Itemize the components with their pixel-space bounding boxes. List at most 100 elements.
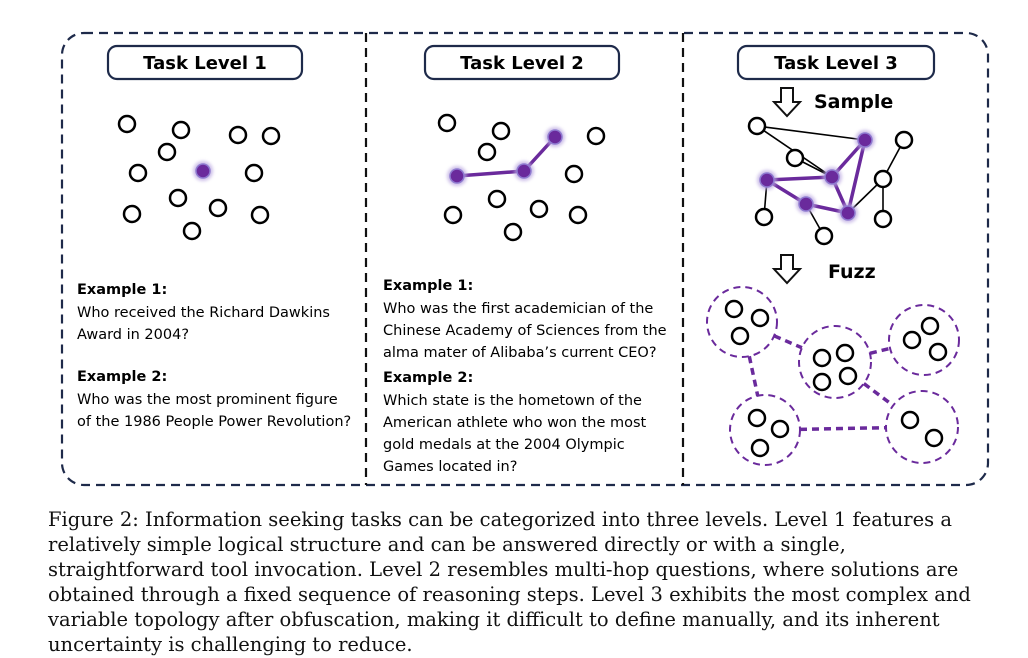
edge bbox=[773, 334, 803, 350]
example-line: alma mater of Alibaba’s current CEO? bbox=[383, 345, 657, 361]
panel-1-graph bbox=[117, 114, 281, 241]
node bbox=[920, 316, 940, 336]
highlighted-node bbox=[857, 132, 873, 148]
example-line: gold medals at the 2004 Olympic bbox=[383, 437, 625, 453]
highlighted-node bbox=[759, 172, 775, 188]
panel-2-title-box: Task Level 2 bbox=[423, 44, 621, 81]
node bbox=[477, 142, 497, 162]
panel-3-fuzz-graph bbox=[706, 286, 960, 466]
example-label: Example 1: bbox=[77, 282, 167, 298]
node bbox=[586, 126, 606, 146]
example-label: Example 2: bbox=[383, 370, 473, 386]
outer-frame bbox=[60, 31, 990, 487]
panel-1-title: Task Level 1 bbox=[143, 53, 267, 74]
figure-caption: Figure 2: Information seeking tasks can … bbox=[48, 508, 971, 656]
cluster bbox=[729, 394, 801, 466]
panel-3-title: Task Level 3 bbox=[774, 53, 898, 74]
node bbox=[564, 164, 584, 184]
node bbox=[487, 189, 507, 209]
node bbox=[924, 428, 944, 448]
edge bbox=[862, 382, 895, 407]
node bbox=[171, 120, 191, 140]
cluster bbox=[706, 286, 778, 358]
highlighted-node bbox=[449, 168, 465, 184]
node bbox=[747, 408, 767, 428]
panel-2-title: Task Level 2 bbox=[460, 53, 584, 74]
node bbox=[491, 121, 511, 141]
example-line: Who received the Richard Dawkins bbox=[77, 305, 330, 321]
edge bbox=[869, 346, 891, 356]
example-line: Award in 2004? bbox=[77, 327, 189, 343]
node bbox=[261, 126, 281, 146]
edge bbox=[846, 139, 867, 214]
highlighted-node bbox=[516, 163, 532, 179]
task-levels-figure: Task Level 1 Task Level 2 Task Level 3 S… bbox=[60, 31, 990, 487]
node bbox=[208, 198, 228, 218]
edge bbox=[799, 425, 887, 432]
example-line: of the 1986 People Power Revolution? bbox=[77, 414, 351, 430]
example-line: Who was the first academician of the bbox=[383, 301, 653, 317]
node bbox=[770, 419, 790, 439]
node bbox=[437, 113, 457, 133]
node bbox=[122, 204, 142, 224]
panel-3-title-box: Task Level 3 bbox=[736, 44, 936, 81]
node bbox=[873, 209, 893, 229]
node bbox=[244, 163, 264, 183]
edge bbox=[456, 169, 525, 178]
edge bbox=[747, 355, 760, 397]
example-line: Who was the most prominent figure bbox=[77, 392, 338, 408]
sample-label: Sample bbox=[814, 91, 893, 113]
node bbox=[168, 188, 188, 208]
node bbox=[754, 207, 774, 227]
panel-3-sample-graph bbox=[747, 116, 914, 246]
node bbox=[157, 142, 177, 162]
panel-1-examples: Example 1: Who received the Richard Dawk… bbox=[77, 282, 351, 430]
node bbox=[750, 438, 770, 458]
node bbox=[724, 299, 744, 319]
node bbox=[128, 163, 148, 183]
example-line: Games located in? bbox=[383, 459, 517, 475]
node bbox=[250, 205, 270, 225]
node bbox=[900, 410, 920, 430]
node bbox=[228, 125, 248, 145]
panel-2-examples: Example 1: Who was the first academician… bbox=[383, 278, 667, 475]
node bbox=[785, 148, 805, 168]
node bbox=[902, 330, 922, 350]
highlighted-node bbox=[195, 163, 211, 179]
node bbox=[730, 326, 750, 346]
node bbox=[747, 116, 767, 136]
node bbox=[812, 348, 832, 368]
example-label: Example 1: bbox=[383, 278, 473, 294]
example-line: Which state is the hometown of the bbox=[383, 393, 642, 409]
node bbox=[750, 308, 770, 328]
highlighted-node bbox=[547, 129, 563, 145]
node bbox=[873, 169, 893, 189]
node bbox=[835, 343, 855, 363]
down-arrow-icon bbox=[771, 87, 803, 118]
node bbox=[814, 226, 834, 246]
highlighted-node bbox=[798, 196, 814, 212]
node bbox=[117, 114, 137, 134]
cluster bbox=[798, 325, 872, 399]
node bbox=[812, 372, 832, 392]
cluster bbox=[888, 304, 960, 376]
node bbox=[503, 222, 523, 242]
node bbox=[894, 130, 914, 150]
down-arrow-icon bbox=[771, 254, 803, 285]
node bbox=[182, 221, 202, 241]
node bbox=[443, 205, 463, 225]
node bbox=[838, 366, 858, 386]
highlighted-node bbox=[824, 169, 840, 185]
example-label: Example 2: bbox=[77, 369, 167, 385]
node bbox=[928, 342, 948, 362]
cluster bbox=[885, 390, 959, 464]
panel-2-graph bbox=[437, 113, 606, 242]
example-line: Chinese Academy of Sciences from the bbox=[383, 323, 667, 339]
fuzz-label: Fuzz bbox=[828, 261, 876, 283]
highlighted-node bbox=[840, 205, 856, 221]
node bbox=[529, 199, 549, 219]
panel-1-title-box: Task Level 1 bbox=[106, 44, 304, 81]
edge bbox=[766, 175, 833, 182]
example-line: American athlete who won the most bbox=[383, 415, 647, 431]
edge bbox=[756, 125, 866, 141]
